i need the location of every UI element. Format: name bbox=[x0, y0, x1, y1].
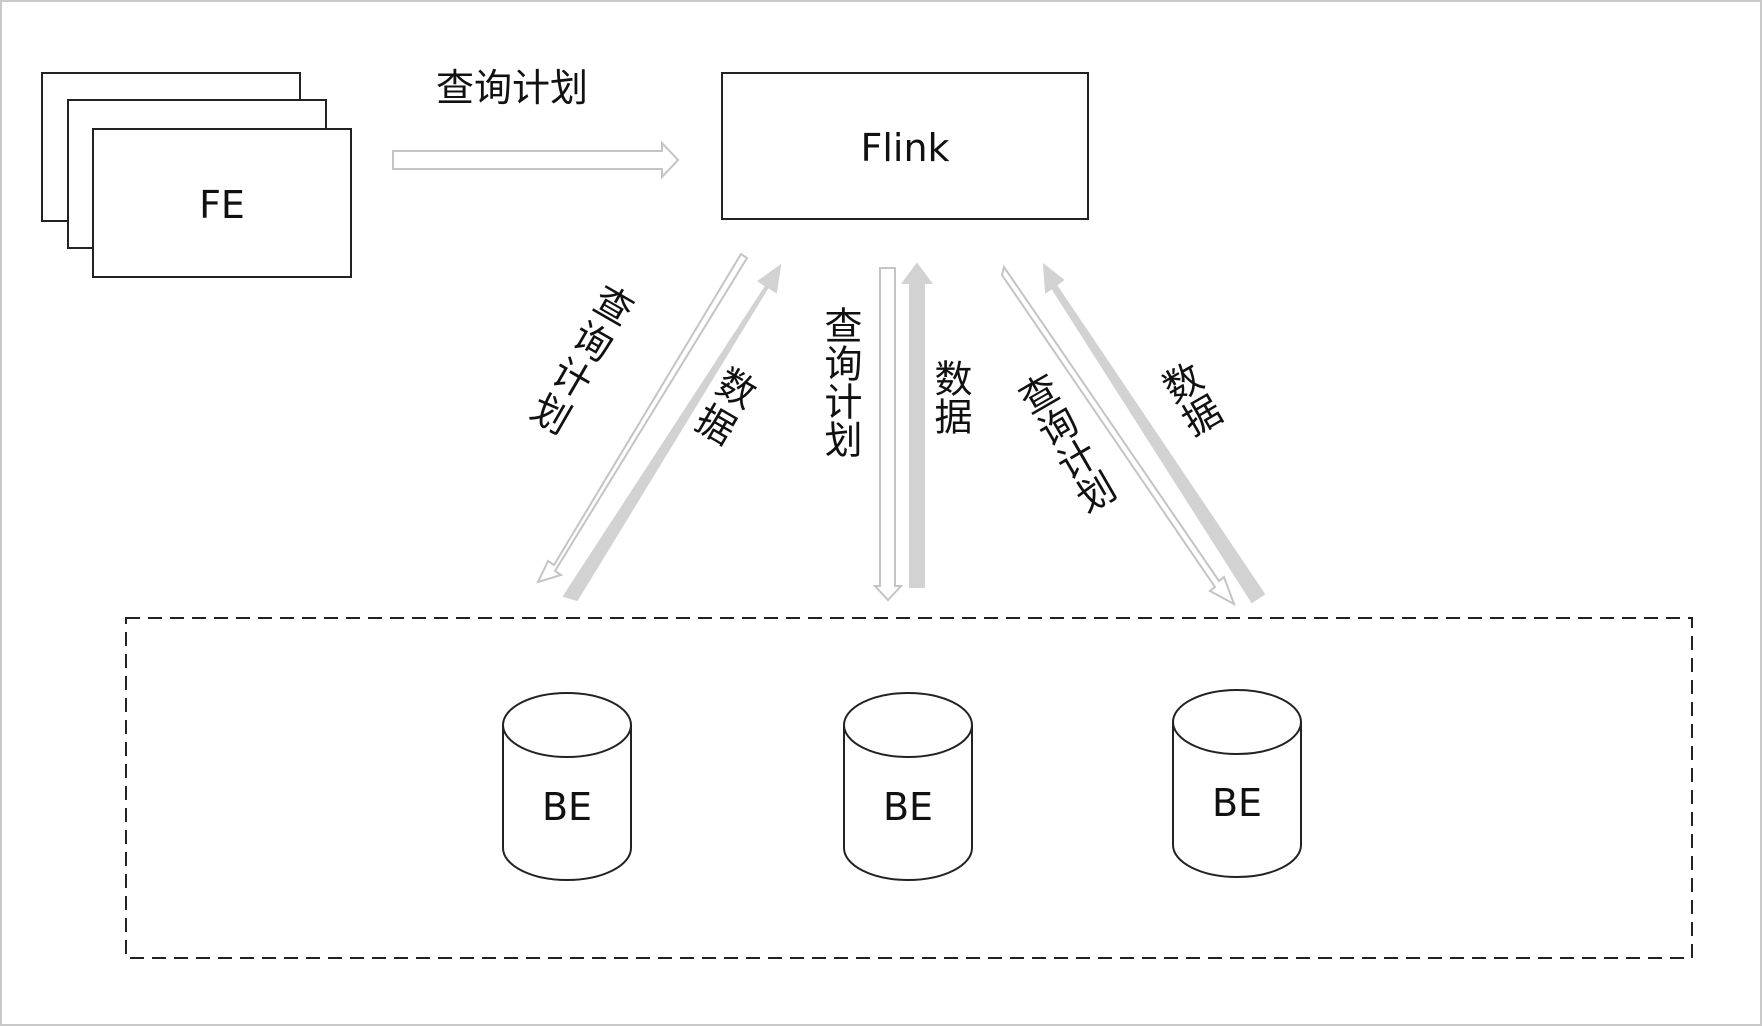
fe-to-flink-label: 查询计划 bbox=[436, 66, 588, 110]
flink-box bbox=[721, 72, 1089, 220]
fe-to-flink-arrow-shape bbox=[392, 140, 680, 180]
data-arrow-right bbox=[1042, 262, 1266, 604]
plan-label-left: 查询计划 bbox=[523, 277, 641, 443]
be-left-cylinder-top bbox=[502, 692, 632, 758]
data-label-left: 数据 bbox=[688, 360, 764, 453]
fe-label: FE bbox=[199, 183, 245, 227]
be-right-label: BE bbox=[1212, 781, 1262, 825]
fe-stack: FE bbox=[41, 72, 352, 278]
data-label-right: 数据 bbox=[1151, 356, 1227, 444]
plan-arrow-right bbox=[1000, 264, 1236, 607]
be-left-node: BE bbox=[502, 692, 632, 881]
flink-label: Flink bbox=[860, 126, 949, 170]
flink-be-left-arrows: 查询计划 数据 bbox=[523, 252, 782, 602]
flink-node: Flink bbox=[721, 72, 1089, 220]
be-middle-cylinder-top bbox=[843, 692, 973, 758]
be-cluster-border bbox=[125, 617, 1693, 959]
plan-arrow-left bbox=[536, 252, 749, 584]
be-middle-label: BE bbox=[883, 785, 933, 829]
data-arrow-middle bbox=[901, 262, 933, 588]
be-right-node: BE bbox=[1172, 689, 1302, 878]
plan-arrow-middle bbox=[872, 267, 904, 602]
data-arrow-left bbox=[562, 263, 782, 602]
be-right-cylinder-body bbox=[1172, 722, 1302, 878]
be-middle-node: BE bbox=[843, 692, 973, 881]
be-middle-cylinder-body bbox=[843, 725, 973, 881]
fe-box-front bbox=[92, 128, 352, 278]
fe-to-flink-arrow: 查询计划 bbox=[392, 66, 680, 180]
plan-label-middle: 查询计划 bbox=[818, 306, 862, 458]
data-label-middle: 数据 bbox=[928, 359, 972, 435]
be-right-cylinder-top bbox=[1172, 689, 1302, 755]
be-left-label: BE bbox=[542, 785, 592, 829]
flink-be-middle-arrows bbox=[872, 262, 933, 602]
be-left-cylinder-body bbox=[502, 725, 632, 881]
flink-be-right-arrows bbox=[1000, 262, 1266, 607]
plan-label-right: 查询计划 bbox=[1007, 367, 1121, 521]
